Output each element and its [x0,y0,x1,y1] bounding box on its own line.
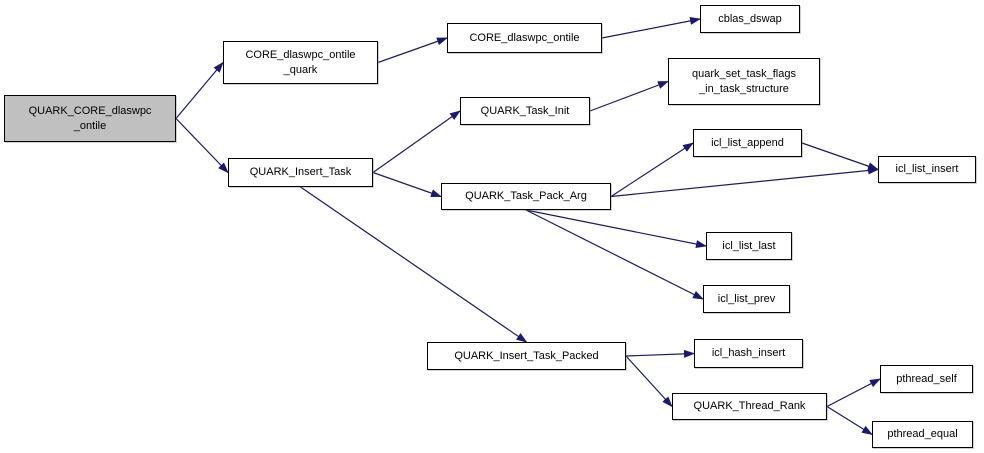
edge-icl-list-append-to-icl-list-insert [801,142,879,171]
graph-node-quark-insert-task-packed[interactable]: QUARK_Insert_Task_Packed [427,342,626,370]
graph-node-quark-insert-task[interactable]: QUARK_Insert_Task [228,158,373,187]
edge-quark-task-pack-arg-to-icl-list-last [525,209,707,248]
graph-node-label: CORE_dlaswpc_ontile _quark [245,48,356,76]
graph-node-icl-list-last[interactable]: icl_list_last [706,232,792,260]
edge-quark-task-init-to-quark-set-task-flags [589,80,669,112]
graph-node-label: icl_list_prev [717,292,776,305]
graph-node-icl-list-prev[interactable]: icl_list_prev [703,285,790,313]
graph-node-quark-set-task-flags[interactable]: quark_set_task_flags _in_task_structure [668,58,820,105]
graph-node-label: QUARK_CORE_dlaswpc _ontile [28,104,152,132]
graph-node-core-dlaswpc-ontile[interactable]: CORE_dlaswpc_ontile [447,23,602,53]
graph-node-label: pthread_self [896,372,957,385]
edge-quark-thread-rank-to-pthread-self [826,378,881,408]
graph-node-label: icl_hash_insert [711,347,786,360]
edge-quark-insert-task-to-quark-task-init [372,110,461,173]
edge-quark-insert-task-to-quark-task-pack-arg [372,171,442,198]
edge-quark-insert-task-to-quark-insert-task-packed [300,186,528,343]
graph-node-label: QUARK_Thread_Rank [693,400,806,413]
graph-node-pthread-equal[interactable]: pthread_equal [872,421,973,448]
edge-quark-core-dlaswpc-ontile-to-core-dlaswpc-ontile-quark [175,61,224,119]
graph-node-label: QUARK_Task_Pack_Arg [465,190,587,203]
edge-quark-task-pack-arg-to-icl-list-append [610,142,694,198]
graph-node-label: quark_set_task_flags _in_task_structure [692,67,796,95]
graph-node-label: QUARK_Insert_Task [249,166,352,179]
graph-node-label: icl_list_append [711,136,784,149]
graph-node-cblas-dswap[interactable]: cblas_dswap [700,5,800,33]
graph-node-icl-list-insert[interactable]: icl_list_insert [878,156,976,183]
graph-node-icl-list-append[interactable]: icl_list_append [693,129,802,157]
edge-quark-insert-task-packed-to-quark-thread-rank [625,355,673,408]
edge-quark-task-pack-arg-to-icl-list-prev [525,209,704,300]
edge-quark-insert-task-packed-to-icl-hash-insert [625,349,695,358]
graph-node-quark-core-dlaswpc-ontile: QUARK_CORE_dlaswpc _ontile [4,95,176,142]
graph-node-icl-hash-insert[interactable]: icl_hash_insert [694,339,803,368]
graph-node-pthread-self[interactable]: pthread_self [880,365,973,393]
edge-quark-thread-rank-to-pthread-equal [826,405,873,436]
graph-node-label: cblas_dswap [718,12,782,25]
graph-node-quark-task-pack-arg[interactable]: QUARK_Task_Pack_Arg [441,183,611,210]
edge-core-dlaswpc-ontile-quark-to-core-dlaswpc-ontile [377,37,448,64]
graph-node-label: QUARK_Task_Init [480,104,570,117]
edge-quark-task-pack-arg-to-icl-list-insert [610,166,879,198]
graph-node-quark-task-init[interactable]: QUARK_Task_Init [460,97,590,125]
graph-node-label: icl_list_last [722,239,776,252]
graph-node-label: CORE_dlaswpc_ontile [469,31,580,44]
graph-node-label: icl_list_insert [895,163,959,176]
graph-node-label: QUARK_Insert_Task_Packed [454,349,599,362]
graph-node-core-dlaswpc-ontile-quark[interactable]: CORE_dlaswpc_ontile _quark [223,41,378,84]
graph-node-quark-thread-rank[interactable]: QUARK_Thread_Rank [672,393,827,420]
edge-quark-core-dlaswpc-ontile-to-quark-insert-task [175,118,229,174]
graph-node-label: pthread_equal [887,428,958,441]
edge-core-dlaswpc-ontile-to-cblas-dswap [601,16,701,39]
